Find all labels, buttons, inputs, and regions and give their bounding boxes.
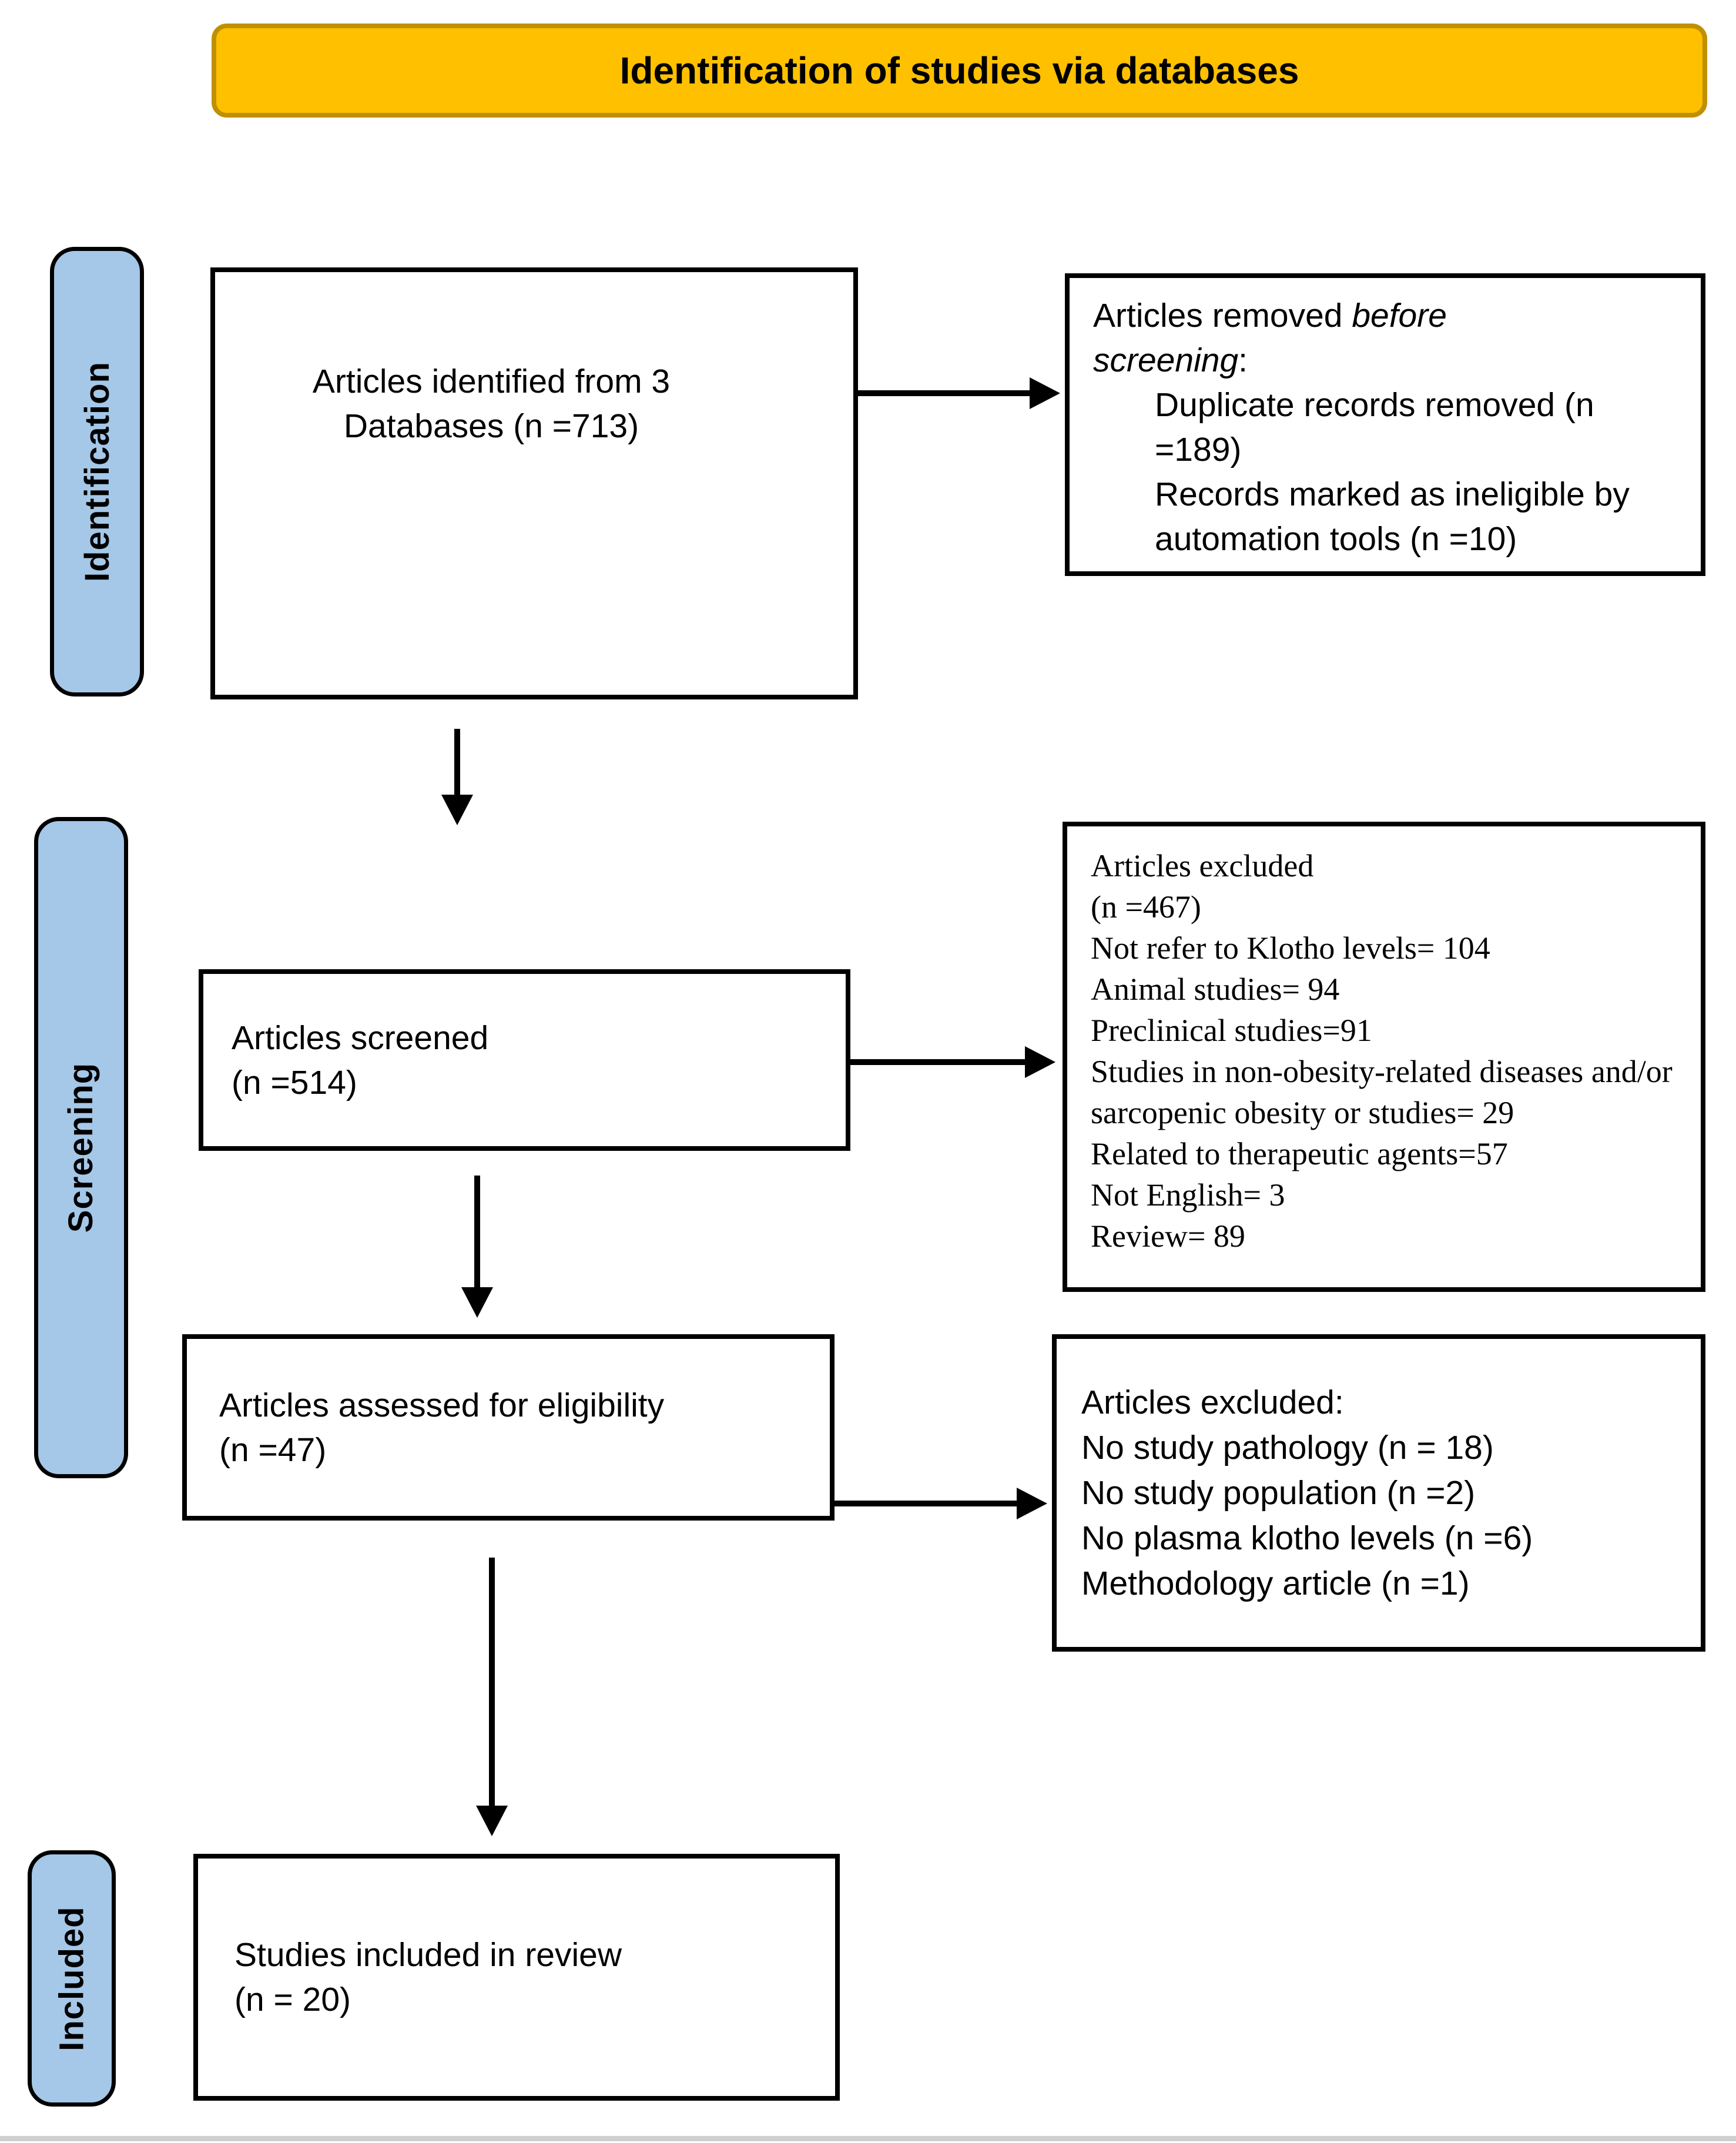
excluded-screening-line: Not refer to Klotho levels= 104 bbox=[1091, 930, 1490, 966]
arrow-identified-to-screened-head-icon bbox=[441, 795, 473, 825]
removed-intro-line-2: screening: bbox=[1093, 338, 1687, 383]
stage-label-included: Included bbox=[28, 1850, 116, 2107]
page-bottom-divider bbox=[0, 2136, 1736, 2141]
excluded-eligibility-line: Articles excluded: bbox=[1081, 1383, 1344, 1421]
excluded-screening-line: Preclinical studies=91 bbox=[1091, 1013, 1372, 1048]
stage-label-screening-text: Screening bbox=[62, 1062, 100, 1233]
excluded-screening-line: Animal studies= 94 bbox=[1091, 972, 1340, 1007]
arrow-assessed-to-included-line bbox=[489, 1558, 495, 1809]
screened-line-2: (n =514) bbox=[232, 1063, 357, 1101]
removed-item-automation: Records marked as ineligible by automati… bbox=[1155, 476, 1630, 558]
box-articles-identified-text: Articles identified from 3 Databases (n … bbox=[244, 359, 738, 448]
title-banner: Identification of studies via databases bbox=[212, 24, 1707, 118]
identified-line-1: Articles identified from 3 bbox=[312, 363, 671, 400]
removed-intro-suffix: : bbox=[1238, 341, 1248, 379]
box-articles-excluded-screening: Articles excluded (n =467) Not refer to … bbox=[1063, 822, 1705, 1292]
arrow-screened-to-assessed-line bbox=[474, 1176, 480, 1291]
identified-line-2: Databases (n =713) bbox=[343, 407, 639, 445]
removed-intro-italic-1: before bbox=[1352, 297, 1447, 334]
excluded-eligibility-line: No plasma klotho levels (n =6) bbox=[1081, 1519, 1533, 1557]
excluded-screening-line: Not English= 3 bbox=[1091, 1177, 1285, 1213]
removed-intro-italic-2: screening bbox=[1093, 341, 1239, 379]
arrow-identified-to-removed-line bbox=[858, 390, 1034, 396]
stage-label-screening: Screening bbox=[34, 817, 128, 1478]
diagram-title: Identification of studies via databases bbox=[619, 49, 1299, 92]
stage-label-identification-text: Identification bbox=[78, 361, 116, 582]
stage-label-identification: Identification bbox=[50, 247, 144, 697]
arrow-screened-to-excluded-line bbox=[850, 1059, 1028, 1065]
screened-line-1: Articles screened bbox=[232, 1019, 489, 1057]
excluded-screening-line: Review= 89 bbox=[1091, 1218, 1245, 1254]
removed-intro-line-1: Articles removed before bbox=[1093, 293, 1687, 338]
box-studies-included: Studies included in review (n = 20) bbox=[193, 1854, 840, 2101]
box-articles-excluded-eligibility: Articles excluded: No study pathology (n… bbox=[1052, 1334, 1705, 1652]
stage-label-included-text: Included bbox=[52, 1906, 91, 2051]
box-articles-identified: Articles identified from 3 Databases (n … bbox=[210, 267, 858, 699]
excluded-screening-line: Studies in non-obesity-related diseases … bbox=[1091, 1054, 1673, 1130]
arrow-assessed-to-excluded-line bbox=[835, 1501, 1020, 1506]
included-line-1: Studies included in review bbox=[234, 1936, 622, 1974]
excluded-eligibility-line: No study pathology (n = 18) bbox=[1081, 1428, 1494, 1466]
removed-intro-prefix: Articles removed bbox=[1093, 297, 1352, 334]
arrow-assessed-to-included-head-icon bbox=[476, 1806, 508, 1836]
arrow-screened-to-assessed-head-icon bbox=[461, 1287, 493, 1318]
arrow-identified-to-screened-line bbox=[454, 729, 460, 798]
assessed-line-2: (n =47) bbox=[219, 1431, 327, 1469]
arrow-assessed-to-excluded-head-icon bbox=[1017, 1488, 1047, 1519]
excluded-screening-line: (n =467) bbox=[1091, 889, 1201, 925]
arrow-identified-to-removed-head-icon bbox=[1030, 377, 1060, 409]
excluded-eligibility-line: Methodology article (n =1) bbox=[1081, 1564, 1470, 1602]
box-articles-screened: Articles screened (n =514) bbox=[199, 969, 850, 1151]
box-articles-assessed: Articles assessed for eligibility (n =47… bbox=[182, 1334, 835, 1521]
assessed-line-1: Articles assessed for eligibility bbox=[219, 1386, 665, 1424]
excluded-eligibility-line: No study population (n =2) bbox=[1081, 1474, 1476, 1512]
arrow-screened-to-excluded-head-icon bbox=[1025, 1046, 1055, 1078]
box-articles-removed-before-screening: Articles removed before screening: Dupli… bbox=[1065, 273, 1705, 576]
included-line-2: (n = 20) bbox=[234, 1981, 351, 2018]
excluded-screening-line: Related to therapeutic agents=57 bbox=[1091, 1136, 1508, 1171]
excluded-screening-line: Articles excluded bbox=[1091, 848, 1314, 883]
removed-item-duplicates: Duplicate records removed (n =189) bbox=[1155, 386, 1594, 468]
